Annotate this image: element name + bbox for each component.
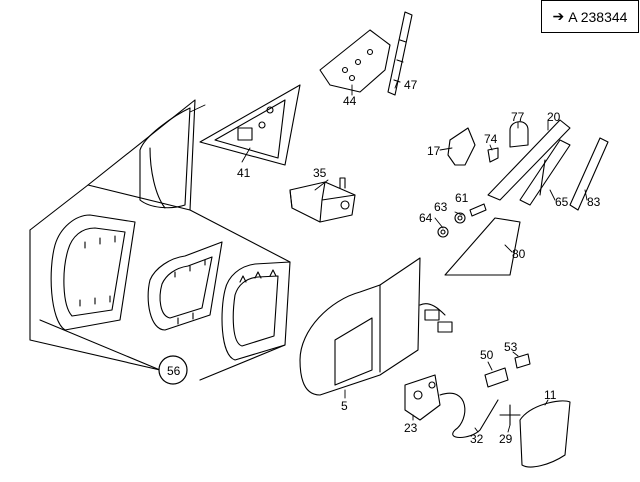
washer-63 bbox=[454, 212, 466, 224]
trim-strip-47 bbox=[387, 11, 413, 96]
connector-29 bbox=[499, 404, 521, 426]
arrow-right-icon: ➔ bbox=[552, 8, 565, 24]
callout-64: 64 bbox=[419, 211, 433, 225]
mirror-frame-middle bbox=[147, 241, 223, 331]
mirror-glass-11 bbox=[519, 400, 571, 468]
callout-32: 32 bbox=[470, 432, 484, 446]
actuator-23 bbox=[404, 374, 441, 421]
trim-65 bbox=[519, 139, 571, 206]
callout-23: 23 bbox=[404, 421, 418, 435]
callout-11: 11 bbox=[544, 388, 557, 402]
connector-53 bbox=[514, 353, 531, 369]
callout-5: 5 bbox=[341, 399, 348, 413]
callout-labels: 56 5 11 17 20 23 29 32 35 41 44 47 50 53… bbox=[167, 78, 601, 446]
mirror-assembly-5 bbox=[299, 257, 453, 396]
reference-box: ➔ A 238344 bbox=[541, 0, 639, 33]
callout-20: 20 bbox=[547, 110, 561, 124]
callout-80: 80 bbox=[512, 247, 526, 261]
callout-63: 63 bbox=[434, 200, 448, 214]
callout-74: 74 bbox=[484, 132, 498, 146]
callout-56-circle bbox=[158, 355, 188, 385]
callout-65: 65 bbox=[555, 195, 569, 209]
callout-35: 35 bbox=[313, 166, 327, 180]
leader-lines bbox=[189, 79, 588, 433]
callout-17: 17 bbox=[427, 144, 441, 158]
callout-77: 77 bbox=[511, 110, 525, 124]
clip-74 bbox=[487, 147, 499, 163]
callout-56: 56 bbox=[167, 364, 181, 378]
washer-64 bbox=[437, 226, 449, 238]
cable-32 bbox=[439, 392, 499, 439]
mirror-frame-outer bbox=[50, 214, 136, 331]
bracket-17 bbox=[447, 127, 476, 166]
callout-53: 53 bbox=[504, 340, 518, 354]
mounting-plate-44 bbox=[319, 29, 391, 93]
reference-code: A 238344 bbox=[568, 8, 628, 25]
mirror-housing-large bbox=[87, 99, 196, 211]
callout-50: 50 bbox=[480, 348, 494, 362]
trim-20 bbox=[487, 119, 571, 201]
connector-50 bbox=[484, 367, 509, 388]
callout-47: 47 bbox=[404, 78, 418, 92]
callout-29: 29 bbox=[499, 432, 513, 446]
mirror-frame-inner bbox=[221, 261, 291, 361]
triangle-cover-41 bbox=[199, 84, 301, 166]
trim-83 bbox=[569, 137, 609, 211]
cover-panel-80 bbox=[444, 217, 521, 276]
callout-44: 44 bbox=[343, 94, 357, 108]
cap-77 bbox=[509, 121, 529, 148]
callout-83: 83 bbox=[587, 195, 601, 209]
callout-61: 61 bbox=[455, 191, 469, 205]
screw-61 bbox=[469, 203, 487, 217]
group-bracket-56 bbox=[29, 184, 291, 381]
callout-41: 41 bbox=[237, 166, 251, 180]
